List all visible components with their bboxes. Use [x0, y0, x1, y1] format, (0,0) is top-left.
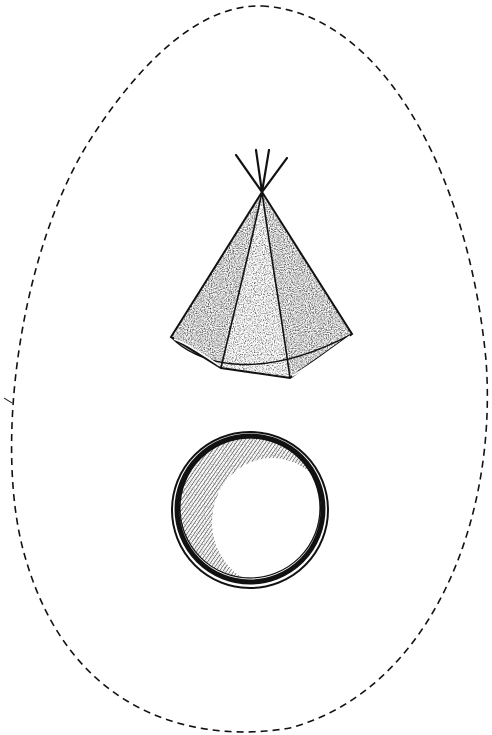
- edge-mark: [4, 398, 12, 403]
- circular-opening: [170, 430, 332, 590]
- tent-cone: [171, 150, 352, 378]
- tent-poles: [236, 150, 287, 192]
